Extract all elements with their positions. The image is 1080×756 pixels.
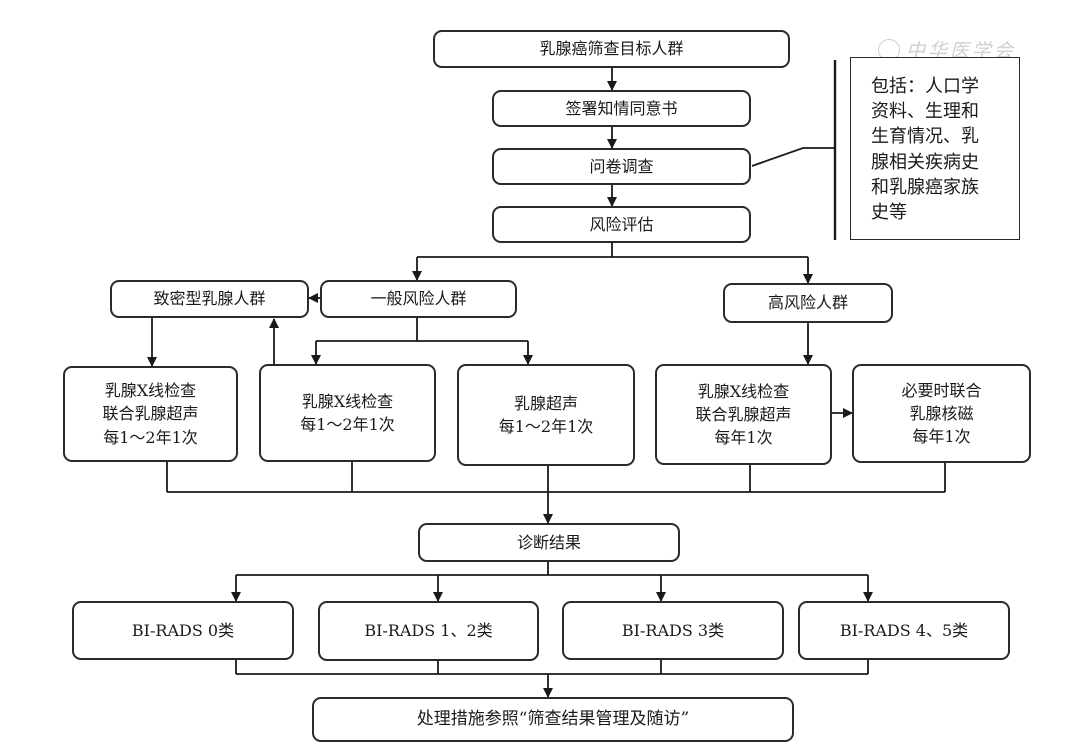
node-mammography: 乳腺X线检查 每1～2年1次 <box>259 364 436 462</box>
node-dense-exam: 乳腺X线检查 联合乳腺超声 每1～2年1次 <box>63 366 238 462</box>
node-risk-label: 风险评估 <box>589 214 654 234</box>
node-birads-3: BI-RADS 3类 <box>562 601 784 660</box>
node-risk-assessment: 风险评估 <box>492 206 751 243</box>
node-birads12-label: BI-RADS 1、2类 <box>364 621 493 641</box>
node-ultrasound-label: 乳腺超声 每1～2年1次 <box>498 393 594 436</box>
node-informed-consent: 签署知情同意书 <box>492 90 751 127</box>
node-questionnaire: 问卷调查 <box>492 148 751 185</box>
node-high-exam: 乳腺X线检查 联合乳腺超声 每年1次 <box>655 364 832 465</box>
node-birads3-label: BI-RADS 3类 <box>621 620 725 640</box>
node-high-label: 高风险人群 <box>767 293 848 313</box>
node-mri: 必要时联合 乳腺核磁 每年1次 <box>852 364 1031 463</box>
node-target-population: 乳腺癌筛查目标人群 <box>433 30 790 68</box>
node-follow-up: 处理措施参照“筛查结果管理及随访” <box>312 697 794 742</box>
survey-content-note: 包括：人口学 资料、生理和 生育情况、乳 腺相关疾病史 和乳腺癌家族 史等 <box>850 57 1020 240</box>
node-birads-4-5: BI-RADS 4、5类 <box>798 601 1010 660</box>
node-birads-1-2: BI-RADS 1、2类 <box>318 601 539 661</box>
node-birads-0: BI-RADS 0类 <box>72 601 294 660</box>
watermark-text: 中华医学会 <box>906 40 1017 62</box>
node-target-label: 乳腺癌筛查目标人群 <box>539 39 684 59</box>
node-xray-label: 乳腺X线检查 每1～2年1次 <box>300 391 395 434</box>
node-birads0-label: BI-RADS 0类 <box>131 620 235 640</box>
node-mri-label: 必要时联合 乳腺核磁 每年1次 <box>901 380 982 447</box>
note-connector <box>751 147 835 167</box>
node-dense-exam-label: 乳腺X线检查 联合乳腺超声 每1～2年1次 <box>102 381 199 447</box>
node-dense-breast: 致密型乳腺人群 <box>110 280 309 318</box>
node-high-risk: 高风险人群 <box>723 283 893 323</box>
node-ultrasound: 乳腺超声 每1～2年1次 <box>457 364 635 466</box>
node-birads45-label: BI-RADS 4、5类 <box>839 620 969 640</box>
node-diagnosis-label: 诊断结果 <box>516 532 581 552</box>
node-diagnosis: 诊断结果 <box>418 523 680 562</box>
node-general-risk: 一般风险人群 <box>320 280 517 318</box>
node-consent-label: 签署知情同意书 <box>565 98 678 118</box>
node-general-label: 一般风险人群 <box>370 289 467 309</box>
node-followup-label: 处理措施参照“筛查结果管理及随访” <box>416 709 690 730</box>
node-high-exam-label: 乳腺X线检查 联合乳腺超声 每年1次 <box>695 381 792 448</box>
node-survey-label: 问卷调查 <box>589 156 654 176</box>
node-dense-label: 致密型乳腺人群 <box>153 289 266 309</box>
